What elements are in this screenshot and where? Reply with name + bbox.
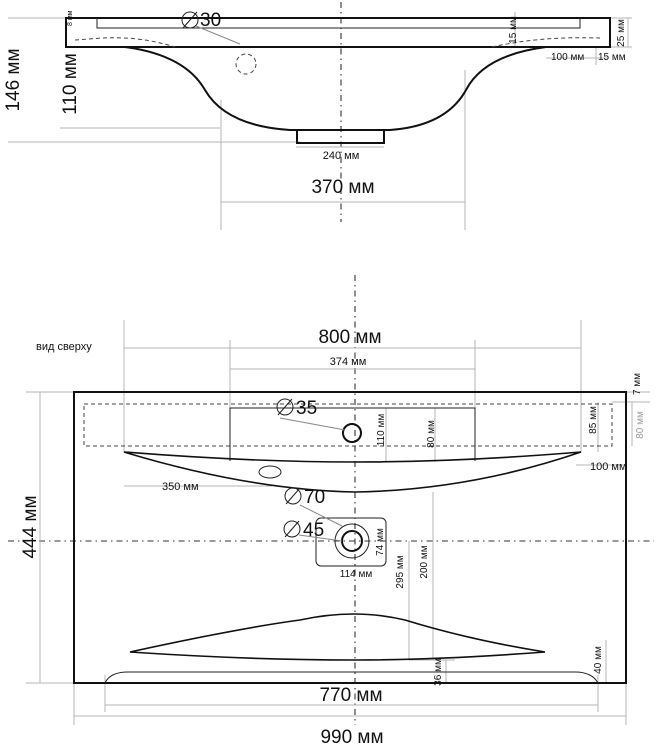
top-drain-plate <box>315 517 387 567</box>
top-d70-symbol <box>284 487 302 505</box>
top-7-label: 7 мм <box>632 373 643 395</box>
side-bowl-profile <box>124 46 547 131</box>
top-d70-slash <box>285 487 301 505</box>
top-faucet-hole <box>342 423 362 443</box>
side-110-label: 110 мм <box>60 53 81 115</box>
top-d70-leader <box>299 504 343 527</box>
top-85-label: 85 мм <box>588 406 599 434</box>
top-d45-symbol <box>283 520 301 538</box>
top-overflow-slot <box>258 465 282 479</box>
top-slab <box>73 391 627 684</box>
top-drain-outer <box>334 523 370 559</box>
top-80g-label: 80 мм <box>635 411 646 439</box>
top-200-label: 200 мм <box>419 545 430 578</box>
side-15v-label: 15 мм <box>508 16 519 44</box>
top-d35-slash <box>277 398 293 416</box>
top-view: вид сверху 800 мм 374 мм 7 мм 35 110 мм … <box>8 275 654 748</box>
top-bottom-edge <box>104 671 599 684</box>
top-basin-edge <box>123 451 582 493</box>
side-d30-label: 30 <box>200 10 221 31</box>
top-d45-leader <box>298 534 343 542</box>
top-990-label: 990 мм <box>320 727 383 748</box>
top-36-label: 36 мм <box>433 658 444 686</box>
side-inner-rim <box>96 18 581 29</box>
side-146-label: 146 мм <box>3 48 24 111</box>
side-100-label: 100 мм <box>551 52 584 63</box>
side-d30-leader <box>195 25 241 45</box>
side-drain <box>296 130 385 144</box>
side-d30-symbol <box>181 11 199 29</box>
side-25-label: 25 мм <box>616 19 627 47</box>
top-74-label: 74 мм <box>375 528 386 556</box>
top-caption: вид сверху <box>36 341 92 353</box>
top-770-label: 770 мм <box>319 685 382 706</box>
top-d35-label: 35 <box>296 398 317 419</box>
side-240-label: 240 мм <box>323 150 360 162</box>
top-front-lip <box>129 613 546 661</box>
side-8mm-label: 8 мм <box>67 10 74 26</box>
top-800-label: 800 мм <box>318 327 381 348</box>
top-80-label: 80 мм <box>426 420 437 448</box>
side-overflow-hole <box>235 53 257 75</box>
side-370-label: 370 мм <box>311 177 374 198</box>
side-view: 30 8 мм 146 мм 110 мм 15 мм 25 мм 100 мм… <box>3 2 632 230</box>
side-d30-slash <box>182 11 198 29</box>
top-d35-leader <box>279 417 346 431</box>
side-slab <box>65 17 611 48</box>
top-350-label: 350 мм <box>162 481 199 493</box>
side-15-label: 15 мм <box>598 52 626 63</box>
top-444-label: 444 мм <box>20 495 41 558</box>
top-d45-label: 45 <box>303 520 324 541</box>
top-d35-symbol <box>276 398 294 416</box>
top-100-label: 100 мм <box>590 461 627 473</box>
top-374-label: 374 мм <box>330 356 367 368</box>
top-110-label: 110 мм <box>376 414 387 447</box>
top-d45-slash <box>284 520 300 538</box>
side-hidden-line <box>74 37 601 48</box>
top-295-label: 295 мм <box>395 555 406 588</box>
top-deck-recess <box>229 407 476 461</box>
top-114-label: 114 мм <box>340 569 373 580</box>
top-d70-label: 70 <box>304 487 325 508</box>
top-hidden-back <box>83 403 613 447</box>
top-40-label: 40 мм <box>593 646 604 674</box>
